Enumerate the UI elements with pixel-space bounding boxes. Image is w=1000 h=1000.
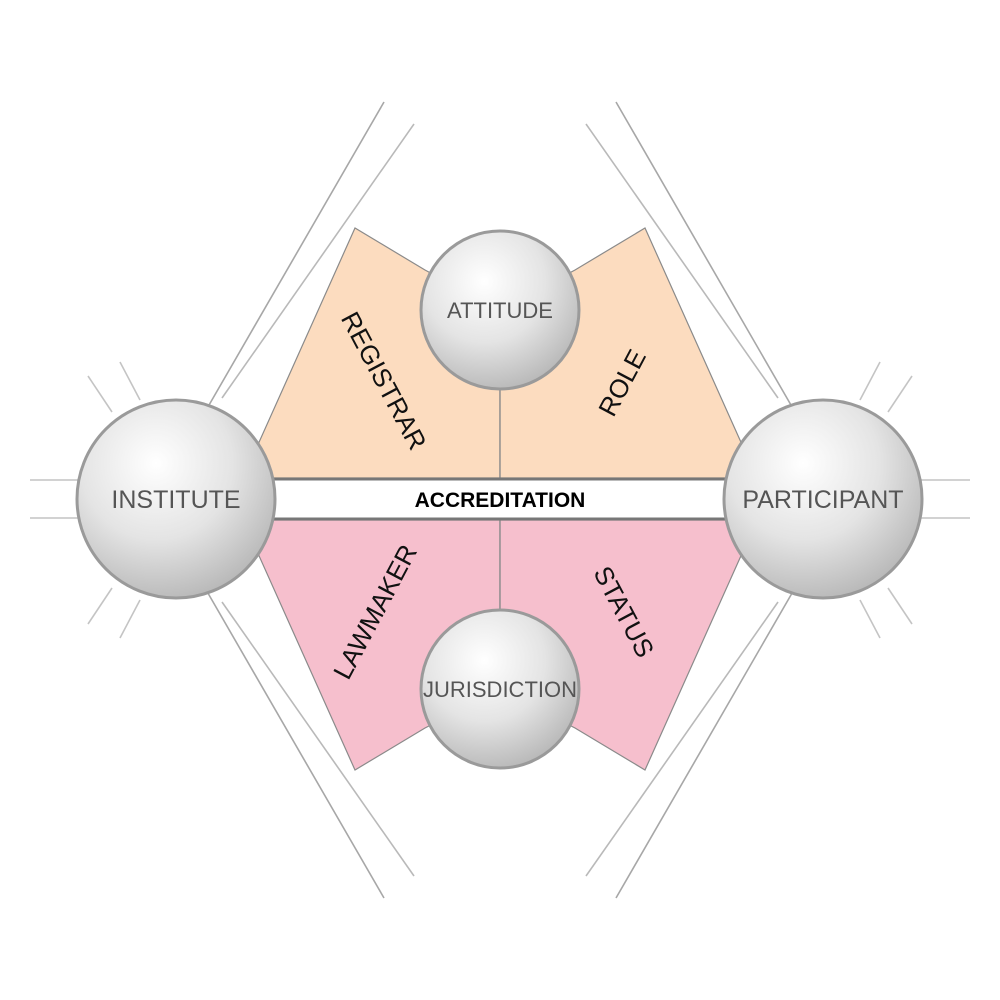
node-attitude: ATTITUDE [419,229,581,391]
frame-lines [30,101,970,899]
jurisdiction-label: JURISDICTION [423,677,577,702]
attitude-label: ATTITUDE [447,298,553,323]
node-jurisdiction: JURISDICTION [419,608,581,770]
node-participant: PARTICIPANT [722,398,924,600]
institute-label: INSTITUTE [111,486,240,514]
accreditation-label: ACCREDITATION [415,489,586,512]
accreditation-band: ACCREDITATION [240,477,760,521]
participant-label: PARTICIPANT [742,486,903,514]
node-institute: INSTITUTE [75,398,277,600]
